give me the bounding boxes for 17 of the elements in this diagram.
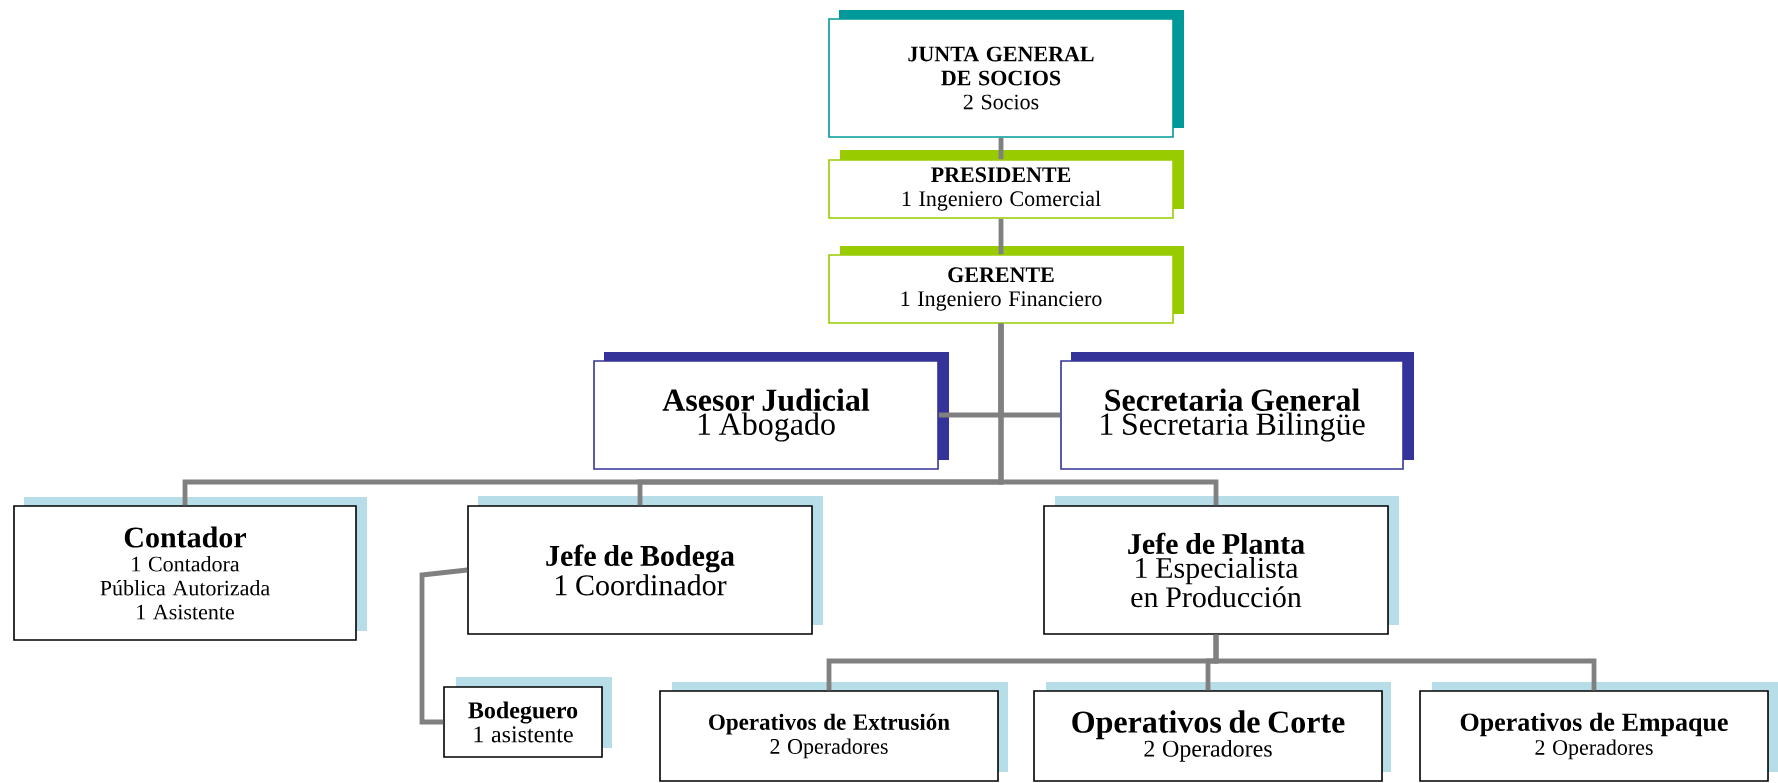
org-box: JUNTA GENERAL DE SOCIOS 2 Socios — [828, 10, 1184, 138]
org-box: PRESIDENTE 1 Ingeniero Comercial — [828, 150, 1184, 219]
connector-line — [419, 567, 468, 725]
org-box: Asesor Judicial 1 Abogado — [593, 352, 949, 470]
org-box: Operativos de Empaque 2 Operadores — [1419, 682, 1778, 782]
connector-line — [998, 218, 1004, 255]
connector-line — [1213, 634, 1597, 691]
org-box: Jefe de Bodega 1 Coordinador — [467, 496, 823, 635]
org-box: Bodeguero 1 asistente — [443, 677, 612, 758]
org-box: Operativos de Corte 2 Operadores — [1033, 682, 1391, 782]
org-box: Jefe de Planta 1 Especialista en Producción — [1043, 496, 1399, 635]
org-box: Secretaria General 1 Secretaria Bilingüe — [1060, 352, 1414, 470]
org-box: Contador 1 Contadora Pública Autorizada 1 Asistente — [13, 497, 367, 641]
connector-line — [998, 323, 1219, 506]
org-box: Operativos de Extrusión 2 Operadores — [659, 682, 1008, 782]
org-box: GERENTE 1 Ingeniero Financiero — [828, 246, 1184, 324]
connector-line — [998, 137, 1004, 160]
